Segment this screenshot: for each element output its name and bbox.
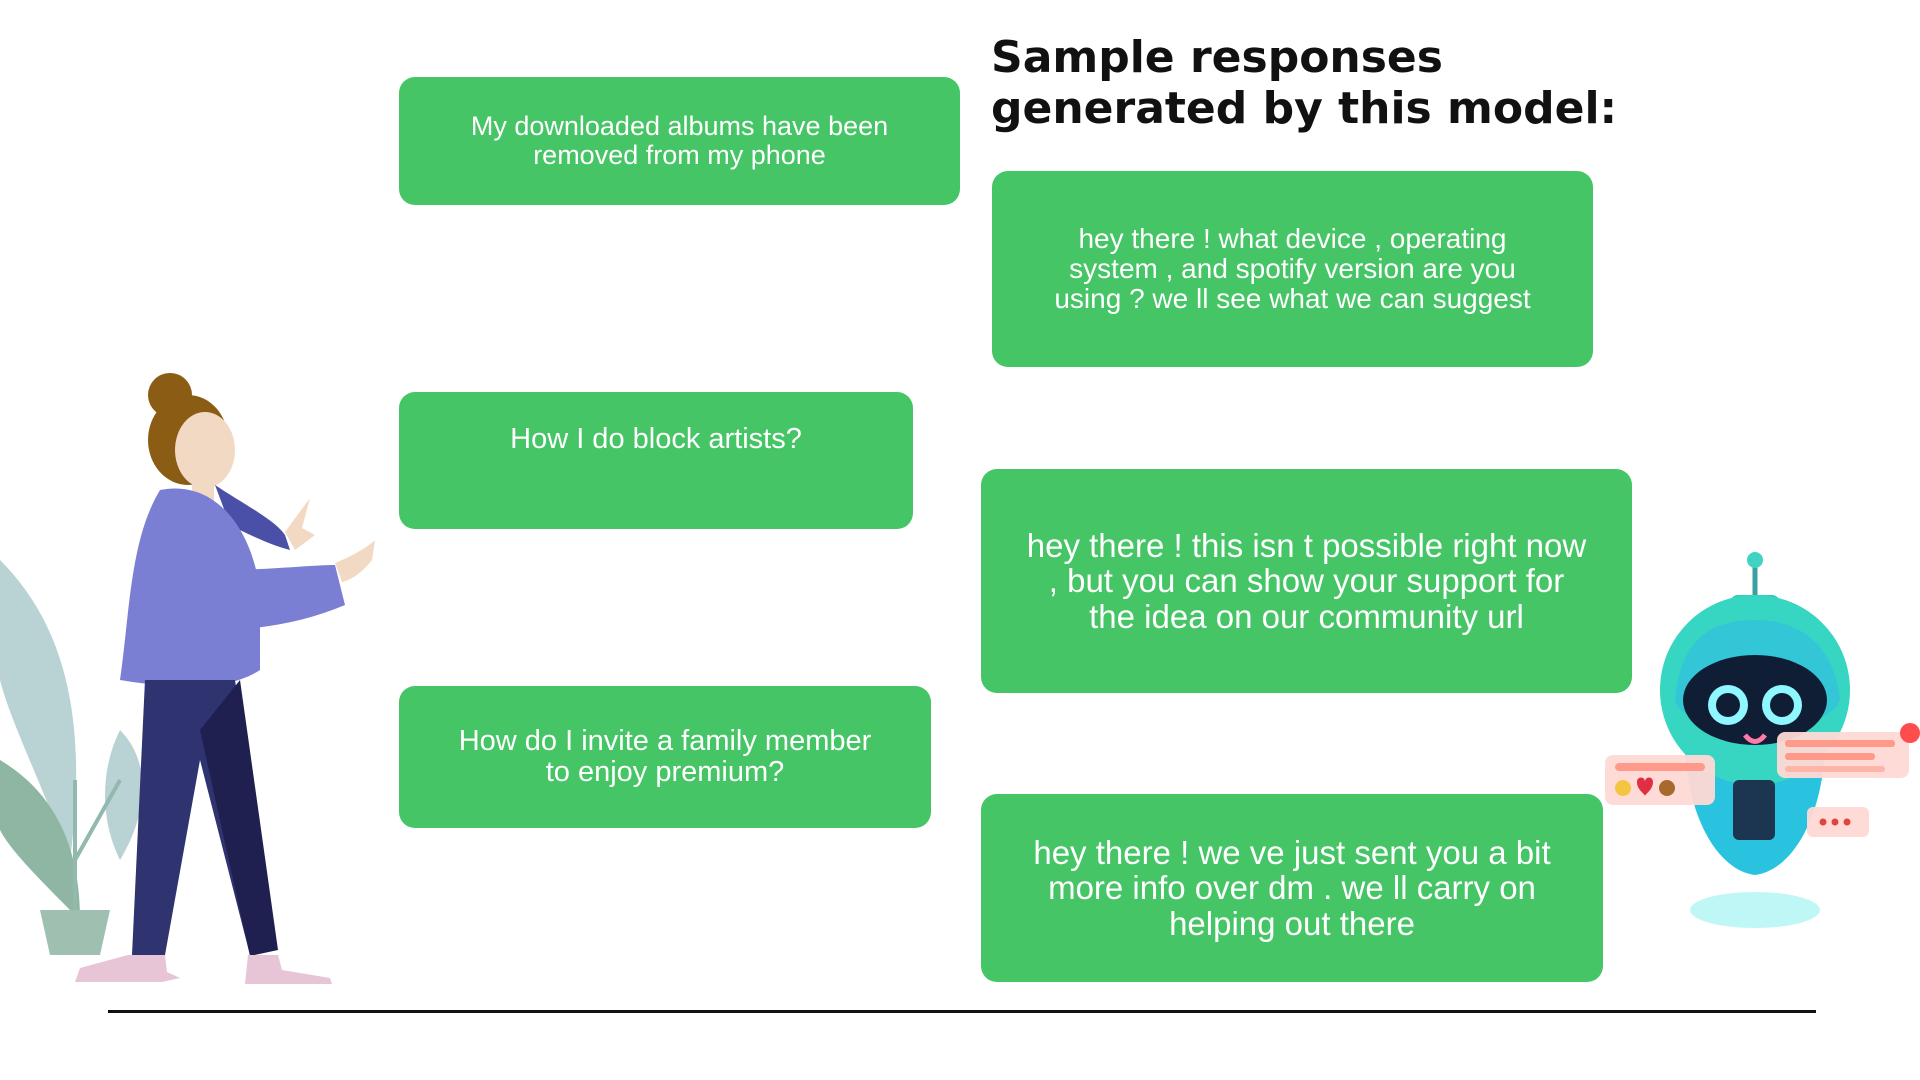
plant-illustration <box>0 560 143 955</box>
response-text-1: hey there ! what device , operating syst… <box>1054 223 1531 314</box>
robot-illustration <box>1605 552 1920 928</box>
woman-illustration <box>75 373 375 984</box>
question-bubble-1: My downloaded albums have been removed f… <box>399 77 960 205</box>
response-bubble-2: hey there ! this isn t possible right no… <box>981 469 1632 693</box>
question-bubble-2: How I do block artists? <box>399 392 913 529</box>
response-text-3: hey there ! we ve just sent you a bit mo… <box>1033 834 1551 942</box>
response-bubble-3: hey there ! we ve just sent you a bit mo… <box>981 794 1603 982</box>
bottom-divider <box>108 1010 1816 1013</box>
response-text-2: hey there ! this isn t possible right no… <box>1026 527 1587 635</box>
question-text-2: How I do block artists? <box>510 423 802 455</box>
question-text-1: My downloaded albums have been removed f… <box>470 111 889 170</box>
response-bubble-1: hey there ! what device , operating syst… <box>992 171 1593 367</box>
question-bubble-3: How do I invite a family member to enjoy… <box>399 686 931 828</box>
page-title: Sample responses generated by this model… <box>991 32 1618 135</box>
question-text-3: How do I invite a family member to enjoy… <box>458 724 872 788</box>
